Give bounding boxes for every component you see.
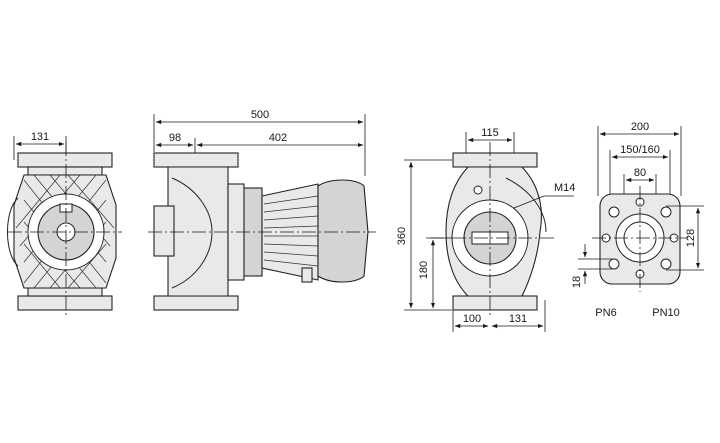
bolt-hole-3 (608, 258, 620, 270)
bolt-hole-4 (660, 258, 672, 270)
front-width-dim: 131 (31, 131, 49, 143)
front-top-neck (27, 166, 103, 176)
overall-height-dim: 360 (396, 227, 408, 245)
back-bottom-flange (452, 295, 538, 311)
bore-dim: 80 (634, 167, 646, 179)
bolt-hole-2 (660, 206, 672, 218)
side-inlet-stub (153, 205, 175, 257)
side-pump-body (167, 166, 229, 297)
motor-length-dim: 402 (269, 132, 287, 144)
front-side-pipe (7, 197, 19, 267)
bolt-hole-1 (608, 206, 620, 218)
front-top-flange (17, 152, 113, 168)
thread-label: M14 (554, 182, 575, 194)
bolt-hole-dim: 18 (571, 276, 583, 288)
axis-height-dim: 180 (418, 261, 430, 279)
inlet-offset-dim: 98 (169, 132, 181, 144)
pn-left-label: PN6 (595, 307, 616, 319)
bolt-circle-dim: 150/160 (620, 144, 660, 156)
front-view: 131 (7, 131, 122, 316)
flange-outer-dim: 200 (631, 121, 649, 133)
side-volute-curve (171, 177, 213, 289)
back-volute-edge (505, 177, 547, 233)
side-top-flange (153, 152, 239, 168)
flange-view: 200 150/160 80 128 18 (571, 121, 704, 319)
back-vent-screw (473, 185, 483, 195)
side-view: 500 98 402 (148, 109, 376, 311)
front-bottom-flange (17, 295, 113, 311)
port-width-dim: 115 (481, 127, 499, 139)
side-motor-fins (263, 195, 319, 267)
base-left-dim: 100 (463, 313, 481, 325)
thread-leader (513, 195, 545, 209)
back-view: 115 M14 360 180 100 131 (396, 127, 575, 332)
back-top-flange (452, 152, 538, 168)
side-terminal (301, 267, 313, 283)
flange-height-dim: 128 (685, 229, 697, 247)
overall-length-dim: 500 (251, 109, 269, 121)
pn-right-label: PN10 (652, 307, 680, 319)
front-bottom-neck (27, 287, 103, 297)
base-right-dim: 131 (509, 313, 527, 325)
side-bottom-flange (153, 295, 239, 311)
side-fan-cover (317, 179, 369, 283)
